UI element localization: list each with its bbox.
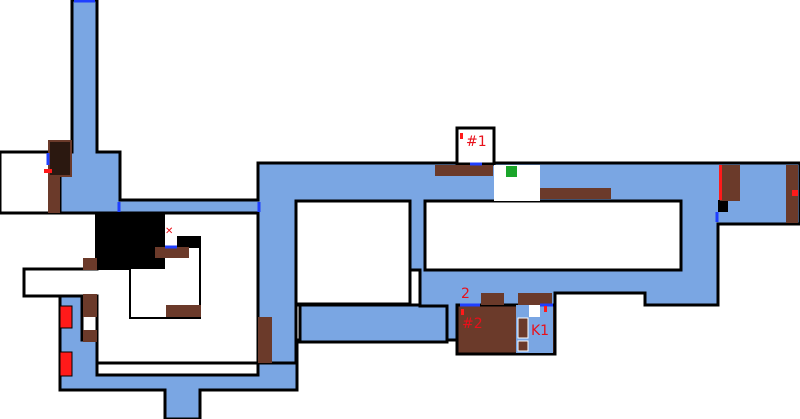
key-1-marker — [544, 306, 547, 312]
dark-areas — [95, 200, 728, 317]
room-1-label: #1 — [466, 134, 487, 150]
hazard-5 — [44, 169, 52, 173]
goal-marker — [506, 166, 517, 177]
hazard-1 — [59, 305, 73, 329]
hazard-4 — [792, 190, 798, 196]
marker-2-label: 2 — [461, 286, 470, 302]
hazards — [44, 165, 798, 377]
furniture — [48, 140, 798, 363]
hazard-2 — [59, 351, 73, 377]
room-1-marker — [460, 133, 463, 139]
room-2-marker — [461, 309, 464, 315]
doors — [46, 0, 719, 307]
room-center-right — [423, 199, 683, 272]
dark-furniture — [50, 142, 70, 175]
cross-marker: ✕ — [165, 226, 173, 237]
room-2-label: #2 — [462, 316, 483, 332]
room-center-left — [294, 199, 412, 306]
corner-slot — [189, 224, 200, 235]
key-1-label: K1 — [531, 323, 549, 339]
key-slot — [529, 305, 540, 317]
hazard-3 — [719, 165, 722, 200]
